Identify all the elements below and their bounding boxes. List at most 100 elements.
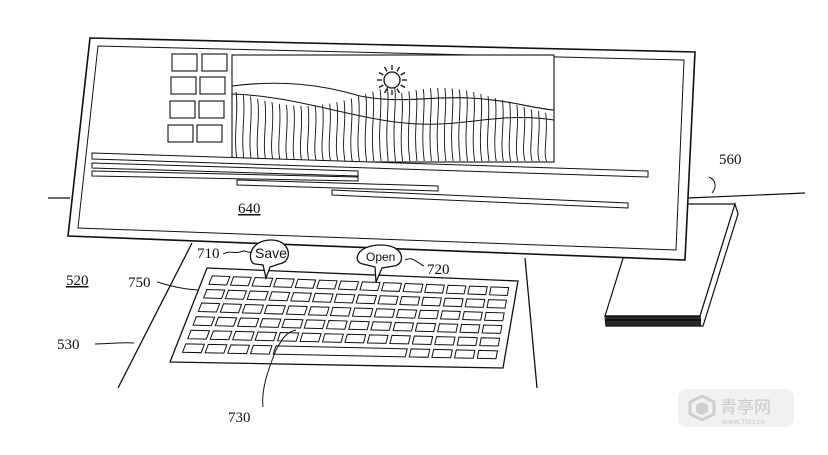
keyboard-key [337,280,360,291]
keyboard-key [437,323,459,333]
landscape-stripe [285,104,288,162]
keyboard-key [259,318,282,328]
keyboard-key [325,320,348,330]
keyboard-key [370,321,393,331]
keyboard-key [344,333,367,344]
keyboard-key [281,318,304,329]
keyboard-keys [181,275,510,360]
keyboard-key [420,296,443,307]
keyboard-key [355,294,378,305]
landscape-stripe [451,88,454,162]
keyboard-key [351,307,374,318]
landscape-stripe [530,109,533,162]
label-720: 720 [427,262,450,278]
landscape-stripe [242,94,245,162]
landscape-image [231,54,555,163]
keyboard-key [290,292,313,302]
landscape-stripe [350,98,353,162]
keyboard-key [389,334,411,345]
landscape-stripe [487,95,490,162]
save-bubble-label: Save [255,245,287,261]
keyboard-key [486,299,508,309]
keyboard-key [204,343,228,354]
label-560: 560 [719,152,742,168]
keyboard-key [445,284,467,295]
label-520: 520 [66,273,89,289]
keyboard-key [424,283,445,294]
keyboard-key [431,348,453,359]
sun-icon [377,65,407,95]
keyboard-key [202,288,226,300]
open-bubble: Open [356,244,403,283]
keyboard-key [366,334,389,344]
save-bubble: Save [249,239,289,281]
keyboard-key [303,319,326,330]
keyboard [169,267,519,369]
keyboard-key [272,345,408,358]
keyboard-key [192,316,216,327]
keyboard-key [434,336,456,346]
keyboard-key [227,344,251,355]
keyboard-key [380,282,403,292]
landscape-stripe [508,102,512,162]
keyboard-key [467,285,488,296]
text-lines [91,152,649,209]
keyboard-key [229,276,253,287]
keyboard-key [241,303,265,314]
landscape-stripe [292,105,296,162]
keyboard-key [181,343,206,354]
landscape-stripe [256,98,260,162]
keyboard-key [395,308,418,319]
landscape-stripe [415,89,418,162]
landscape-stripe [299,105,303,162]
keyboard-key [209,330,233,341]
landscape-stripe [479,93,483,162]
keyboard-key [251,277,274,288]
landscape-stripe [544,112,548,162]
keyboard-key [411,335,434,345]
landscape-stripe [249,96,252,162]
landscape-stripe [400,93,404,162]
landscape-stripe [515,104,519,162]
keyboard-key [392,321,415,332]
label-730: 730 [228,410,251,426]
open-bubble-label: Open [366,250,395,264]
keyboard-key [263,304,286,315]
landscape-stripe [494,98,497,162]
landscape-stripe [328,103,332,162]
keyboard-key [399,295,421,306]
keyboard-key [224,289,248,300]
landscape-stripe [436,87,440,162]
keyboard-key [249,344,273,355]
keyboard-key [453,349,476,359]
keyboard-key [377,295,399,305]
label-710: 710 [197,246,220,262]
landscape-stripe [263,100,267,162]
keyboard-key [464,298,486,308]
landscape-stripe [278,103,281,162]
sun-ray [383,88,388,94]
sun-ray [378,84,384,89]
keyboard-key [311,292,334,303]
keyboard-key [459,323,481,334]
keyboard-key [294,278,317,289]
keyboard-key [479,337,501,347]
keyboard-key [402,283,424,293]
keyboard-key [333,293,356,304]
watermark-brand: 青亭网 [720,398,771,418]
keyboard-key [208,275,231,286]
sun-ray [396,88,401,94]
hexagon-logo-icon [688,394,716,422]
landscape-stripe [314,105,317,162]
landscape-stripe [407,91,411,162]
keyboard-key [214,316,238,327]
landscape-stripe [429,88,432,162]
keyboard-key [442,297,464,308]
keyboard-key [231,330,255,341]
keyboard-key [476,349,498,360]
keyboard-key [299,332,322,343]
keyboard-key [272,277,295,288]
landscape-stripe [235,91,238,162]
sun-ray [396,66,401,72]
